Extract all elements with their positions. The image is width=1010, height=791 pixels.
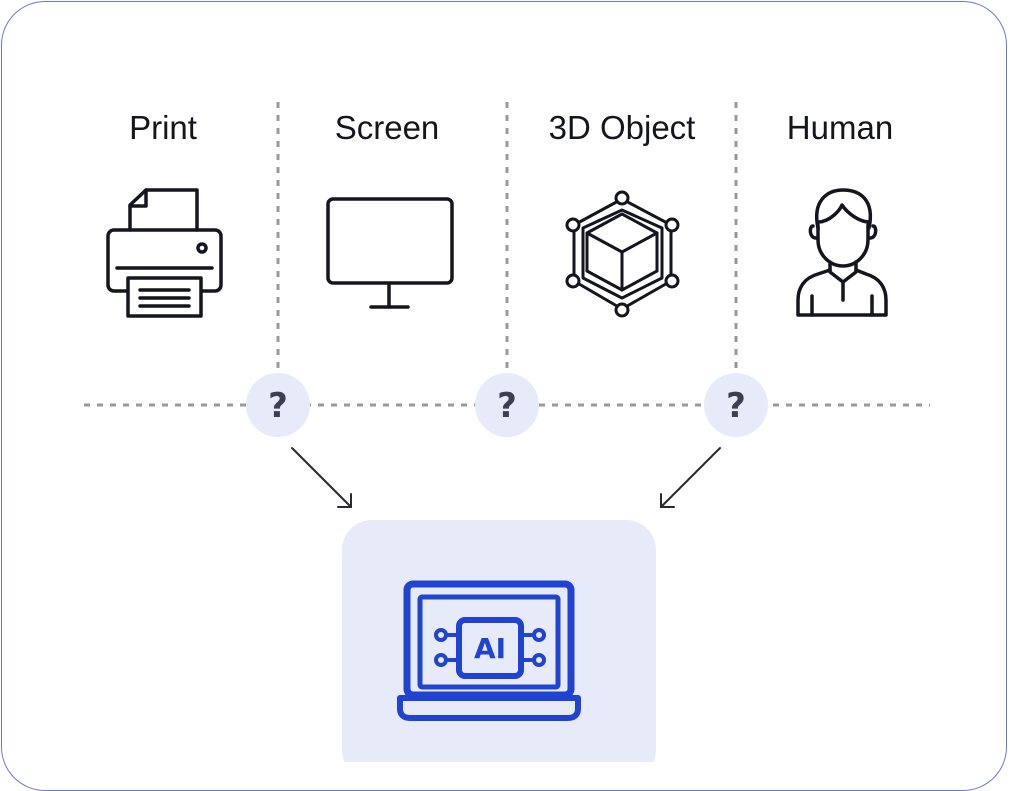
junction-3-symbol: ? <box>726 386 746 426</box>
diagram-canvas: ? ? ? <box>84 102 930 762</box>
laptop-ai-icon <box>397 580 581 721</box>
label-print: Print <box>129 109 197 146</box>
printer-icon <box>106 188 223 318</box>
junction-2-symbol: ? <box>497 386 517 426</box>
label-human: Human <box>786 109 894 146</box>
arrows <box>291 447 721 508</box>
arrow-left <box>291 447 352 508</box>
laptop-ai-label: AI <box>474 632 506 665</box>
junction-1: ? <box>246 373 310 437</box>
person-icon <box>796 188 888 317</box>
junction-2: ? <box>475 373 539 437</box>
label-screen: Screen <box>334 109 440 146</box>
cube-network-icon <box>565 190 680 318</box>
arrow-right <box>660 447 721 508</box>
monitor-icon <box>326 197 454 309</box>
junction-1-symbol: ? <box>268 386 288 426</box>
label-3d-object: 3D Object <box>548 109 696 146</box>
dashed-lines <box>84 102 930 407</box>
junction-3: ? <box>704 373 768 437</box>
